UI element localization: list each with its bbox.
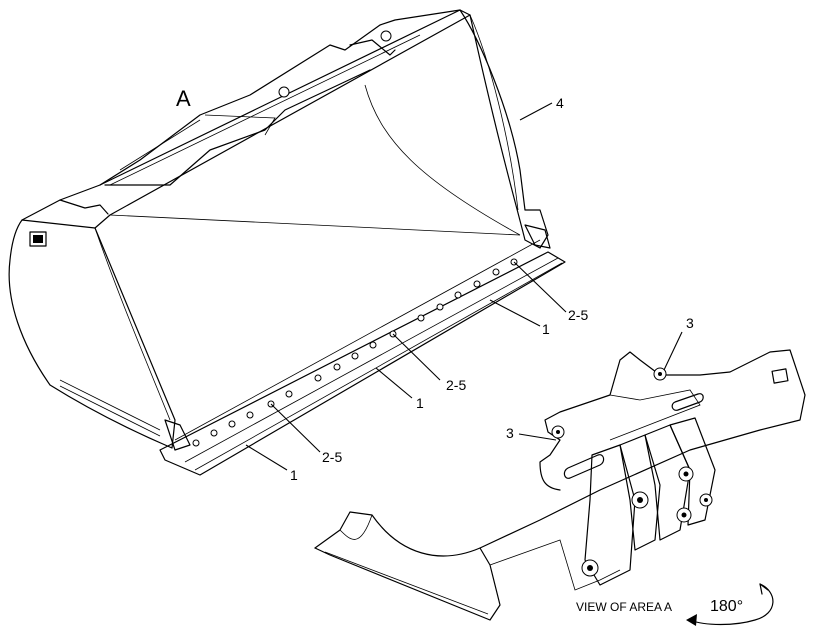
detail-bucket-lip xyxy=(314,547,501,621)
top-left-corner xyxy=(59,199,109,215)
leader-2-5-mid xyxy=(392,333,441,381)
left-side-wear-strip-2 xyxy=(59,385,161,437)
callout-2-5-bottom: 2-5 xyxy=(322,449,342,465)
bolt xyxy=(210,429,218,437)
detail-side-curve xyxy=(339,514,373,540)
cutting-edge-line-3 xyxy=(194,262,563,471)
lift-eye-right xyxy=(380,30,392,42)
callout-1-top: 1 xyxy=(542,321,550,337)
bolt xyxy=(192,439,200,447)
rotation-angle: 180° xyxy=(710,598,743,615)
detail-slot-lower xyxy=(563,454,605,479)
detail-mount-plate xyxy=(609,389,701,441)
leader-4 xyxy=(519,102,553,121)
detail-slot-upper xyxy=(671,393,704,411)
callout-4: 4 xyxy=(556,95,564,111)
leader-3-left xyxy=(518,433,557,441)
spill-guard-line xyxy=(109,34,421,186)
right-top-bracket xyxy=(349,39,396,56)
bucket-right-side-plate xyxy=(459,9,549,249)
lift-eye-left xyxy=(278,86,290,98)
leader-2-5-top xyxy=(513,261,567,313)
rotation-arrow-icon xyxy=(689,583,774,626)
detail-bucket-body xyxy=(314,349,806,557)
bolt xyxy=(436,303,444,311)
detail-lip-line xyxy=(324,551,489,615)
leader-3-right xyxy=(663,331,683,371)
cutting-edge-line-2 xyxy=(184,257,559,463)
spill-guard-rib xyxy=(204,114,276,136)
view-caption: VIEW OF AREA A xyxy=(576,600,672,614)
leader-1-mid xyxy=(375,367,413,399)
cutting-edge-plate xyxy=(159,251,566,476)
left-corner-guard xyxy=(164,419,191,451)
callout-1-mid: 1 xyxy=(416,395,424,411)
bolt xyxy=(473,280,481,288)
bolt xyxy=(454,291,462,299)
lug-3 xyxy=(644,424,691,541)
bolt xyxy=(417,314,425,322)
detail-mount-base xyxy=(489,539,621,591)
bolt xyxy=(314,374,322,382)
spill-guard-rib-2 xyxy=(119,119,201,171)
logo-plate xyxy=(29,231,47,247)
lift-eye-center xyxy=(556,430,560,434)
left-side-inner-edge xyxy=(94,227,171,421)
right-side-inner-edge xyxy=(469,14,519,211)
pin-center xyxy=(704,498,708,502)
lug-1 xyxy=(584,444,636,586)
bucket-back-curve xyxy=(364,84,521,236)
callout-2-5-mid: 2-5 xyxy=(446,377,466,393)
leader-1-bottom xyxy=(245,444,288,471)
bucket-left-side-plate xyxy=(8,219,176,449)
right-corner-guard xyxy=(524,224,551,249)
rotation-arrow-head-top xyxy=(759,583,769,595)
logo-mark xyxy=(33,235,43,243)
detail-lugs xyxy=(581,417,716,586)
leader-1-top xyxy=(489,299,541,327)
rotation-arrow-head-icon xyxy=(686,614,697,626)
bolt xyxy=(246,411,254,419)
pin-center xyxy=(637,497,643,503)
pin-center xyxy=(681,512,687,518)
bolt xyxy=(369,341,377,349)
bolt xyxy=(351,352,359,360)
cutting-edge-line-1 xyxy=(174,239,541,441)
pin-center xyxy=(683,471,689,477)
bolt xyxy=(285,390,293,398)
view-label-a: A xyxy=(176,86,191,111)
detail-view-area-a: 3 3 VIEW OF AREA A 180° xyxy=(314,315,806,626)
callout-2-5-top: 2-5 xyxy=(568,307,588,323)
detail-logo-plate xyxy=(771,368,789,384)
callout-1-bottom: 1 xyxy=(290,467,298,483)
leader-2-5-bottom xyxy=(270,403,321,453)
pin-center xyxy=(587,565,593,571)
bolt xyxy=(492,268,500,276)
callout-3-right: 3 xyxy=(686,315,694,331)
left-side-wear-strip xyxy=(59,379,161,431)
bucket-mouth-top xyxy=(109,214,521,236)
spill-guard-bracket xyxy=(104,69,371,186)
bolt xyxy=(333,363,341,371)
bolt xyxy=(228,420,236,428)
callout-3-left: 3 xyxy=(506,425,514,441)
bucket-main-view: A 4 2-5 2-5 2-5 1 1 1 xyxy=(8,9,588,483)
cutting-edge-bolts xyxy=(192,258,518,447)
lift-eye-center xyxy=(658,372,662,376)
